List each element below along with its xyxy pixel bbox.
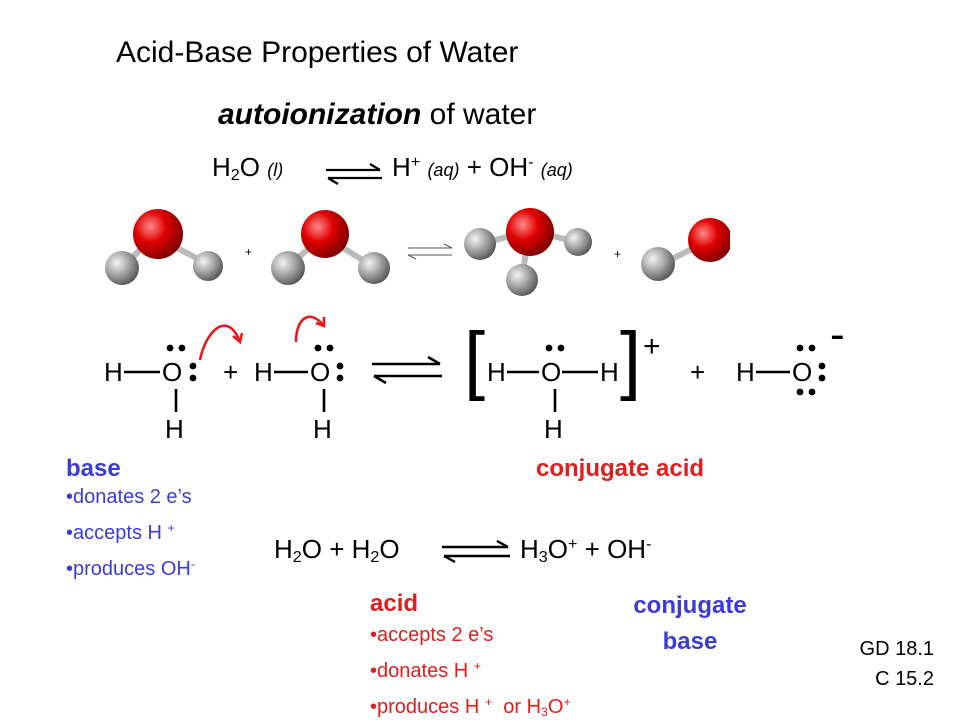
model-plus-2: + <box>614 247 621 261</box>
base-heading: base <box>66 455 121 482</box>
base-item-1: •donates 2 e’s <box>66 486 192 508</box>
lewis-3-h-left: H <box>487 357 506 387</box>
lewis-plus-2: + <box>690 357 706 387</box>
lewis-1-h-left: H <box>104 357 123 387</box>
eq1-hplus: H <box>392 152 411 182</box>
subtitle: autoionization of water <box>218 98 536 132</box>
lewis-plus-1: + <box>223 357 239 387</box>
lewis-4-h: H <box>736 357 755 387</box>
eq1-state-aq-1: (aq) <box>427 160 460 180</box>
equation-2-reactants: H2O + H2O <box>274 534 400 567</box>
lewis-3-h-right: H <box>600 357 619 387</box>
lewis-1-o: O <box>162 357 183 387</box>
lewis-2-h-left: H <box>254 357 273 387</box>
equilibrium-arrow-2 <box>442 540 510 564</box>
reference-gd: GD 18.1 <box>859 638 934 660</box>
base-item-2: •accepts H + <box>66 521 175 544</box>
page-title: Acid-Base Properties of Water <box>116 36 519 69</box>
water-molecule-model-1 <box>105 209 223 285</box>
hydroxide-model <box>641 218 730 281</box>
eq1-hplus-charge: + <box>410 153 421 172</box>
equilibrium-arrow-1 <box>326 163 382 185</box>
conjugate-acid-label: conjugate acid <box>536 455 705 482</box>
autoionization-products: H+ (aq) + OH- (aq) <box>392 152 573 183</box>
lewis-3-h-bottom: H <box>544 414 563 444</box>
eq1-oh: OH <box>489 152 529 182</box>
lewis-3-o: O <box>541 357 562 387</box>
acid-item-1: •accepts 2 e’s <box>370 624 494 646</box>
references: GD 18.1 C 15.2 <box>820 634 934 694</box>
equilibrium-arrow-lewis <box>372 355 442 385</box>
hydroxide-charge: - <box>830 310 845 359</box>
eq1-state-l: (l) <box>267 160 284 180</box>
acid-heading: acid <box>370 590 419 617</box>
bracket-open: [ <box>464 317 486 402</box>
subtitle-rest: of water <box>421 98 537 131</box>
conjugate-base-label: conjugate base <box>633 592 747 655</box>
water-molecule-model-2 <box>271 210 390 285</box>
ball-and-stick-reaction: + + <box>105 208 730 296</box>
acid-item-2: •donates H + <box>370 659 481 682</box>
equation-2-products: H3O+ + OH- <box>520 534 652 567</box>
autoionization-equation: H2O (l) <box>212 152 283 185</box>
lewis-1-h-bottom: H <box>165 414 184 444</box>
eq1-oh-charge: - <box>528 153 534 172</box>
lewis-2-o: O <box>310 357 331 387</box>
base-item-3: •produces OH- <box>66 556 195 580</box>
electron-push-arrows <box>198 315 326 361</box>
eq1-sub2: 2 <box>230 166 240 185</box>
eq1-state-aq-2: (aq) <box>540 160 573 180</box>
eq1-o: O <box>239 152 260 182</box>
model-plus-1: + <box>245 245 252 259</box>
subtitle-emphasis: autoionization <box>218 98 422 131</box>
acid-list: •accepts 2 e’s •donates H + •produces H … <box>370 620 571 728</box>
model-equilibrium-arrow <box>407 243 453 260</box>
hydronium-model <box>464 208 592 296</box>
eq1-h: H <box>212 152 231 182</box>
bracket-close: ] <box>620 317 642 402</box>
eq1-plus: + <box>466 152 482 182</box>
reference-c: C 15.2 <box>875 668 934 690</box>
lewis-2-h-bottom: H <box>313 414 332 444</box>
acid-item-3: •produces H + or H3O+ <box>370 694 571 719</box>
lewis-4-o: O <box>792 357 813 387</box>
base-list: •donates 2 e’s •accepts H + •produces OH… <box>66 482 195 585</box>
hydronium-charge: + <box>643 330 661 363</box>
